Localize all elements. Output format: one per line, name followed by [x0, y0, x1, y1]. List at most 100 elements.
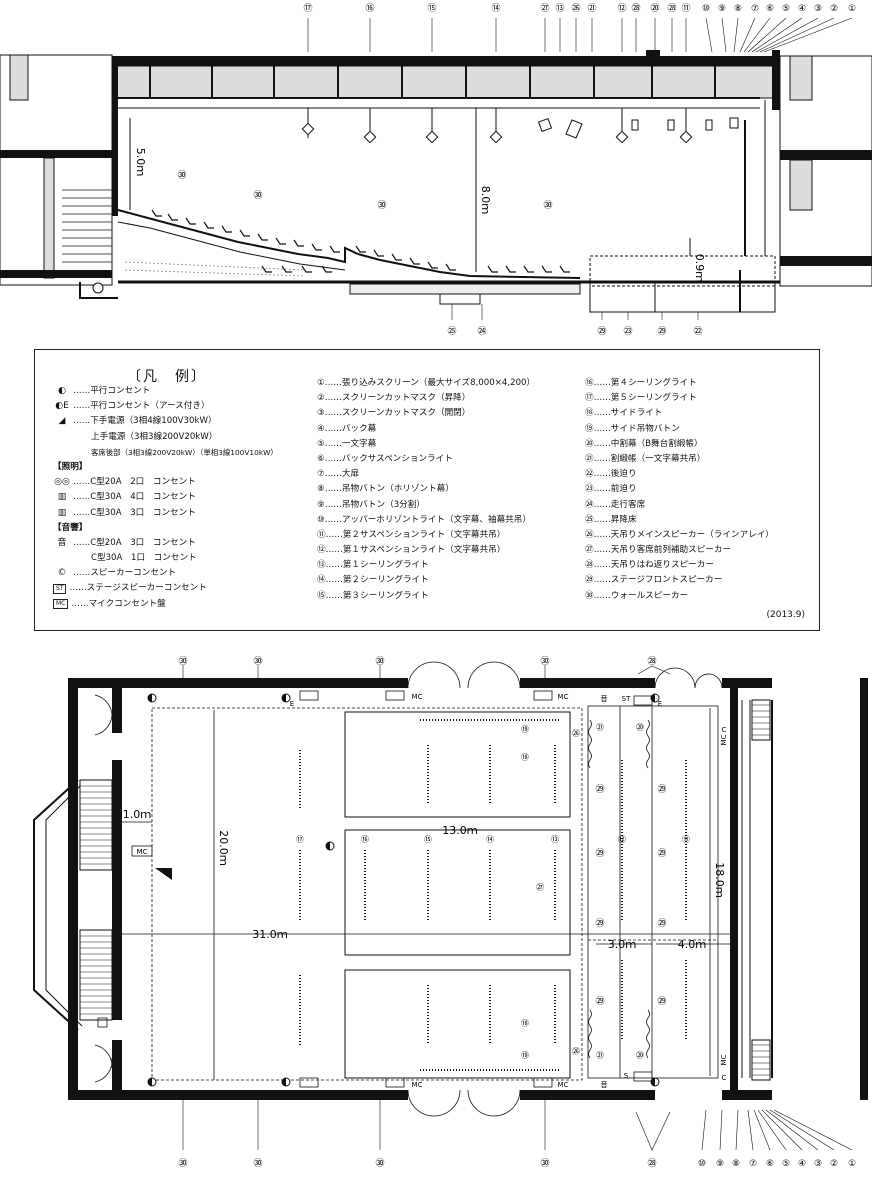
legend-row: ▥……C型30A 4口 コンセント: [53, 490, 278, 505]
legend-row: ⑱……サイドライト: [585, 408, 663, 419]
legend-row: C型30A 1口 コンセント: [91, 553, 197, 564]
section-callout-bottom: ㉓: [623, 326, 632, 337]
svg-text:㉙: ㉙: [657, 784, 666, 795]
plan-callout-bottom: ④: [798, 1159, 806, 1169]
power-panel-icon: ◢: [58, 416, 66, 427]
legend-row: ㉗……天吊り客席前列補助スピーカー: [585, 545, 732, 556]
legend-row: ㉘……天吊りはね返りスピーカー: [585, 560, 714, 571]
legend-title: 〔凡 例〕: [127, 369, 207, 385]
legend-row: ⑳……中割幕（B舞台割緞帳）: [585, 438, 703, 449]
section-callout-top: ㉗: [540, 3, 549, 14]
legend-date: (2013.9): [766, 610, 805, 620]
legend-row: ⑩……アッパーホリゾントライト（文字幕、袖幕共吊）: [317, 514, 531, 525]
wall-speaker-label: ㉚: [377, 200, 386, 211]
legend-row: ㉖……天吊りメインスピーカー（ラインアレイ）: [585, 529, 774, 540]
plan-callout-wall-speaker: ㉚: [253, 1158, 262, 1169]
seat-rows: [151, 209, 570, 273]
legend-row: ㉚……ウォールスピーカー: [585, 590, 689, 601]
legend-row: ㉔……走行客席: [585, 499, 646, 510]
ceiling-light-label: ⑰: [296, 835, 304, 844]
outlet-icon: ◐: [58, 386, 66, 396]
dim-3m: 3.0ｍ: [608, 938, 637, 951]
svg-text:㉙: ㉙: [595, 996, 604, 1007]
ceiling-light-label: ⑭: [486, 835, 494, 844]
plan-callout-bottom: ⑥: [766, 1159, 774, 1169]
ceiling-light-label: ⑪: [682, 835, 690, 844]
legend-row: ㉙……ステージフロントスピーカー: [585, 575, 723, 586]
seating-rake: [117, 209, 581, 279]
section-callout-top: ⑨: [718, 4, 726, 14]
legend-row: ㉕……昇降床: [585, 514, 637, 525]
section-callout-top: ③: [814, 4, 822, 14]
legend-row: 客席後部（3相3線200V20kW）（単相3線100V10kW）: [91, 447, 278, 457]
legend-heading-sound: 【音響】: [53, 522, 88, 533]
svg-text:㉙: ㉙: [657, 848, 666, 859]
section-callout-top: ⑥: [766, 4, 774, 14]
legend-row: ST……ステージスピーカーコンセント: [53, 581, 278, 596]
svg-text:㉙: ㉙: [657, 918, 666, 929]
dim-31m: 31.0ｍ: [252, 928, 288, 941]
plan-callout-wall-speaker: ㉚: [178, 656, 187, 667]
side-batten-label: ⑲: [521, 1051, 529, 1060]
section-callout-bottom: ㉔: [477, 326, 486, 337]
section-callouts-top: [307, 17, 853, 53]
speaker-outlet-icon: ©: [57, 568, 67, 579]
legend-row: ▥……C型30A 3口 コンセント: [53, 506, 278, 521]
legend-col-2: ①……張り込みスクリーン（最大サイズ8,000×4,200） ②……スクリーンカ…: [317, 376, 535, 604]
s-label: S: [624, 1072, 629, 1080]
plan-callout-28: ㉘: [647, 1158, 656, 1169]
section-callout-top: ⑬: [555, 3, 564, 14]
section-callout-top: ⑫: [617, 3, 626, 14]
legend-box: 〔凡 例〕 ◐……平行コンセント ◐E……平行コンセント（アース付き） ◢……下…: [34, 349, 820, 631]
legend-row: 音……C型20A 3口 コンセント: [53, 536, 278, 551]
section-callout-top: ⑧: [734, 4, 742, 14]
legend-row: ㉒……後迫り: [585, 469, 637, 480]
mc-panel-label: MC: [412, 1081, 423, 1089]
wall-speaker-label: ㉚: [543, 200, 552, 211]
dim-18m: 18.0ｍ: [713, 862, 726, 898]
section-callout-top: ㉘: [631, 3, 640, 14]
ceiling-light-label: ⑬: [551, 835, 559, 844]
plan-callout-wall-speaker: ㉚: [375, 656, 384, 667]
mc-panel-label: MC: [137, 848, 148, 856]
legend-row: ⑲……サイド吊物バトン: [585, 423, 680, 434]
legend-row: ◐……平行コンセント: [53, 384, 278, 399]
plan-callout-wall-speaker: ㉚: [375, 1158, 384, 1169]
legend-row: ◐E……平行コンセント（アース付き）: [53, 399, 278, 414]
plan-callout-bottom: ⑧: [732, 1159, 740, 1169]
legend-row: ◢……下手電源（3相4線100V30kW）: [53, 414, 278, 429]
plan-callout-bottom: ③: [814, 1159, 822, 1169]
side-light-label: ⑱: [521, 1019, 529, 1028]
legend-row: ⑦……大扉: [317, 469, 360, 480]
legend-row: ㉑……割緞帳（一文字幕共吊）: [585, 453, 706, 464]
mc-icon: MC: [53, 599, 69, 610]
main-speaker-label: ㉖: [572, 1047, 580, 1056]
wall-speaker-label: ㉚: [253, 190, 262, 201]
svg-text:㉙: ㉙: [595, 848, 604, 859]
legend-row: ⑤……一文字幕: [317, 438, 377, 449]
dim-4m: 4.0ｍ: [678, 938, 707, 951]
mid-curtain-label: ⑳: [636, 1051, 644, 1060]
section-callout-bottom: ㉕: [447, 326, 456, 337]
section-callout-top: ⑰: [303, 3, 312, 14]
section-callout-top: ④: [798, 4, 806, 14]
mc-panel-label: MC: [720, 734, 728, 745]
c30a-4-outlet-icon: ▥: [57, 492, 67, 503]
mc-panel-label: MC: [720, 1054, 728, 1065]
plan-callout-bottom: ⑤: [782, 1159, 790, 1169]
plan-callout-wall-speaker: ㉚: [540, 1158, 549, 1169]
c20a-2-outlet-icon: ◎◎: [54, 477, 70, 488]
plan-callout-28: ㉘: [647, 656, 656, 667]
legend-row: ⑫……第１サスペンションライト（文字幕共吊）: [317, 545, 506, 556]
wall-speaker-label: ㉚: [177, 170, 186, 181]
legend-row: ⑬……第１シーリングライト: [317, 560, 429, 571]
plan-callout-wall-speaker: ㉚: [253, 656, 262, 667]
section-callout-top: ⑳: [650, 3, 659, 14]
front-fill-speaker-label: ㉗: [536, 883, 544, 892]
dim-1m: 1.0ｍ: [123, 808, 152, 821]
ceiling-light-label: ⑫: [618, 835, 626, 844]
section-callout-top: ⑪: [681, 3, 690, 14]
ceiling-lights: [301, 108, 739, 144]
mc-panel-label: MC: [558, 693, 569, 701]
ceiling-light-label: ⑯: [361, 835, 369, 844]
